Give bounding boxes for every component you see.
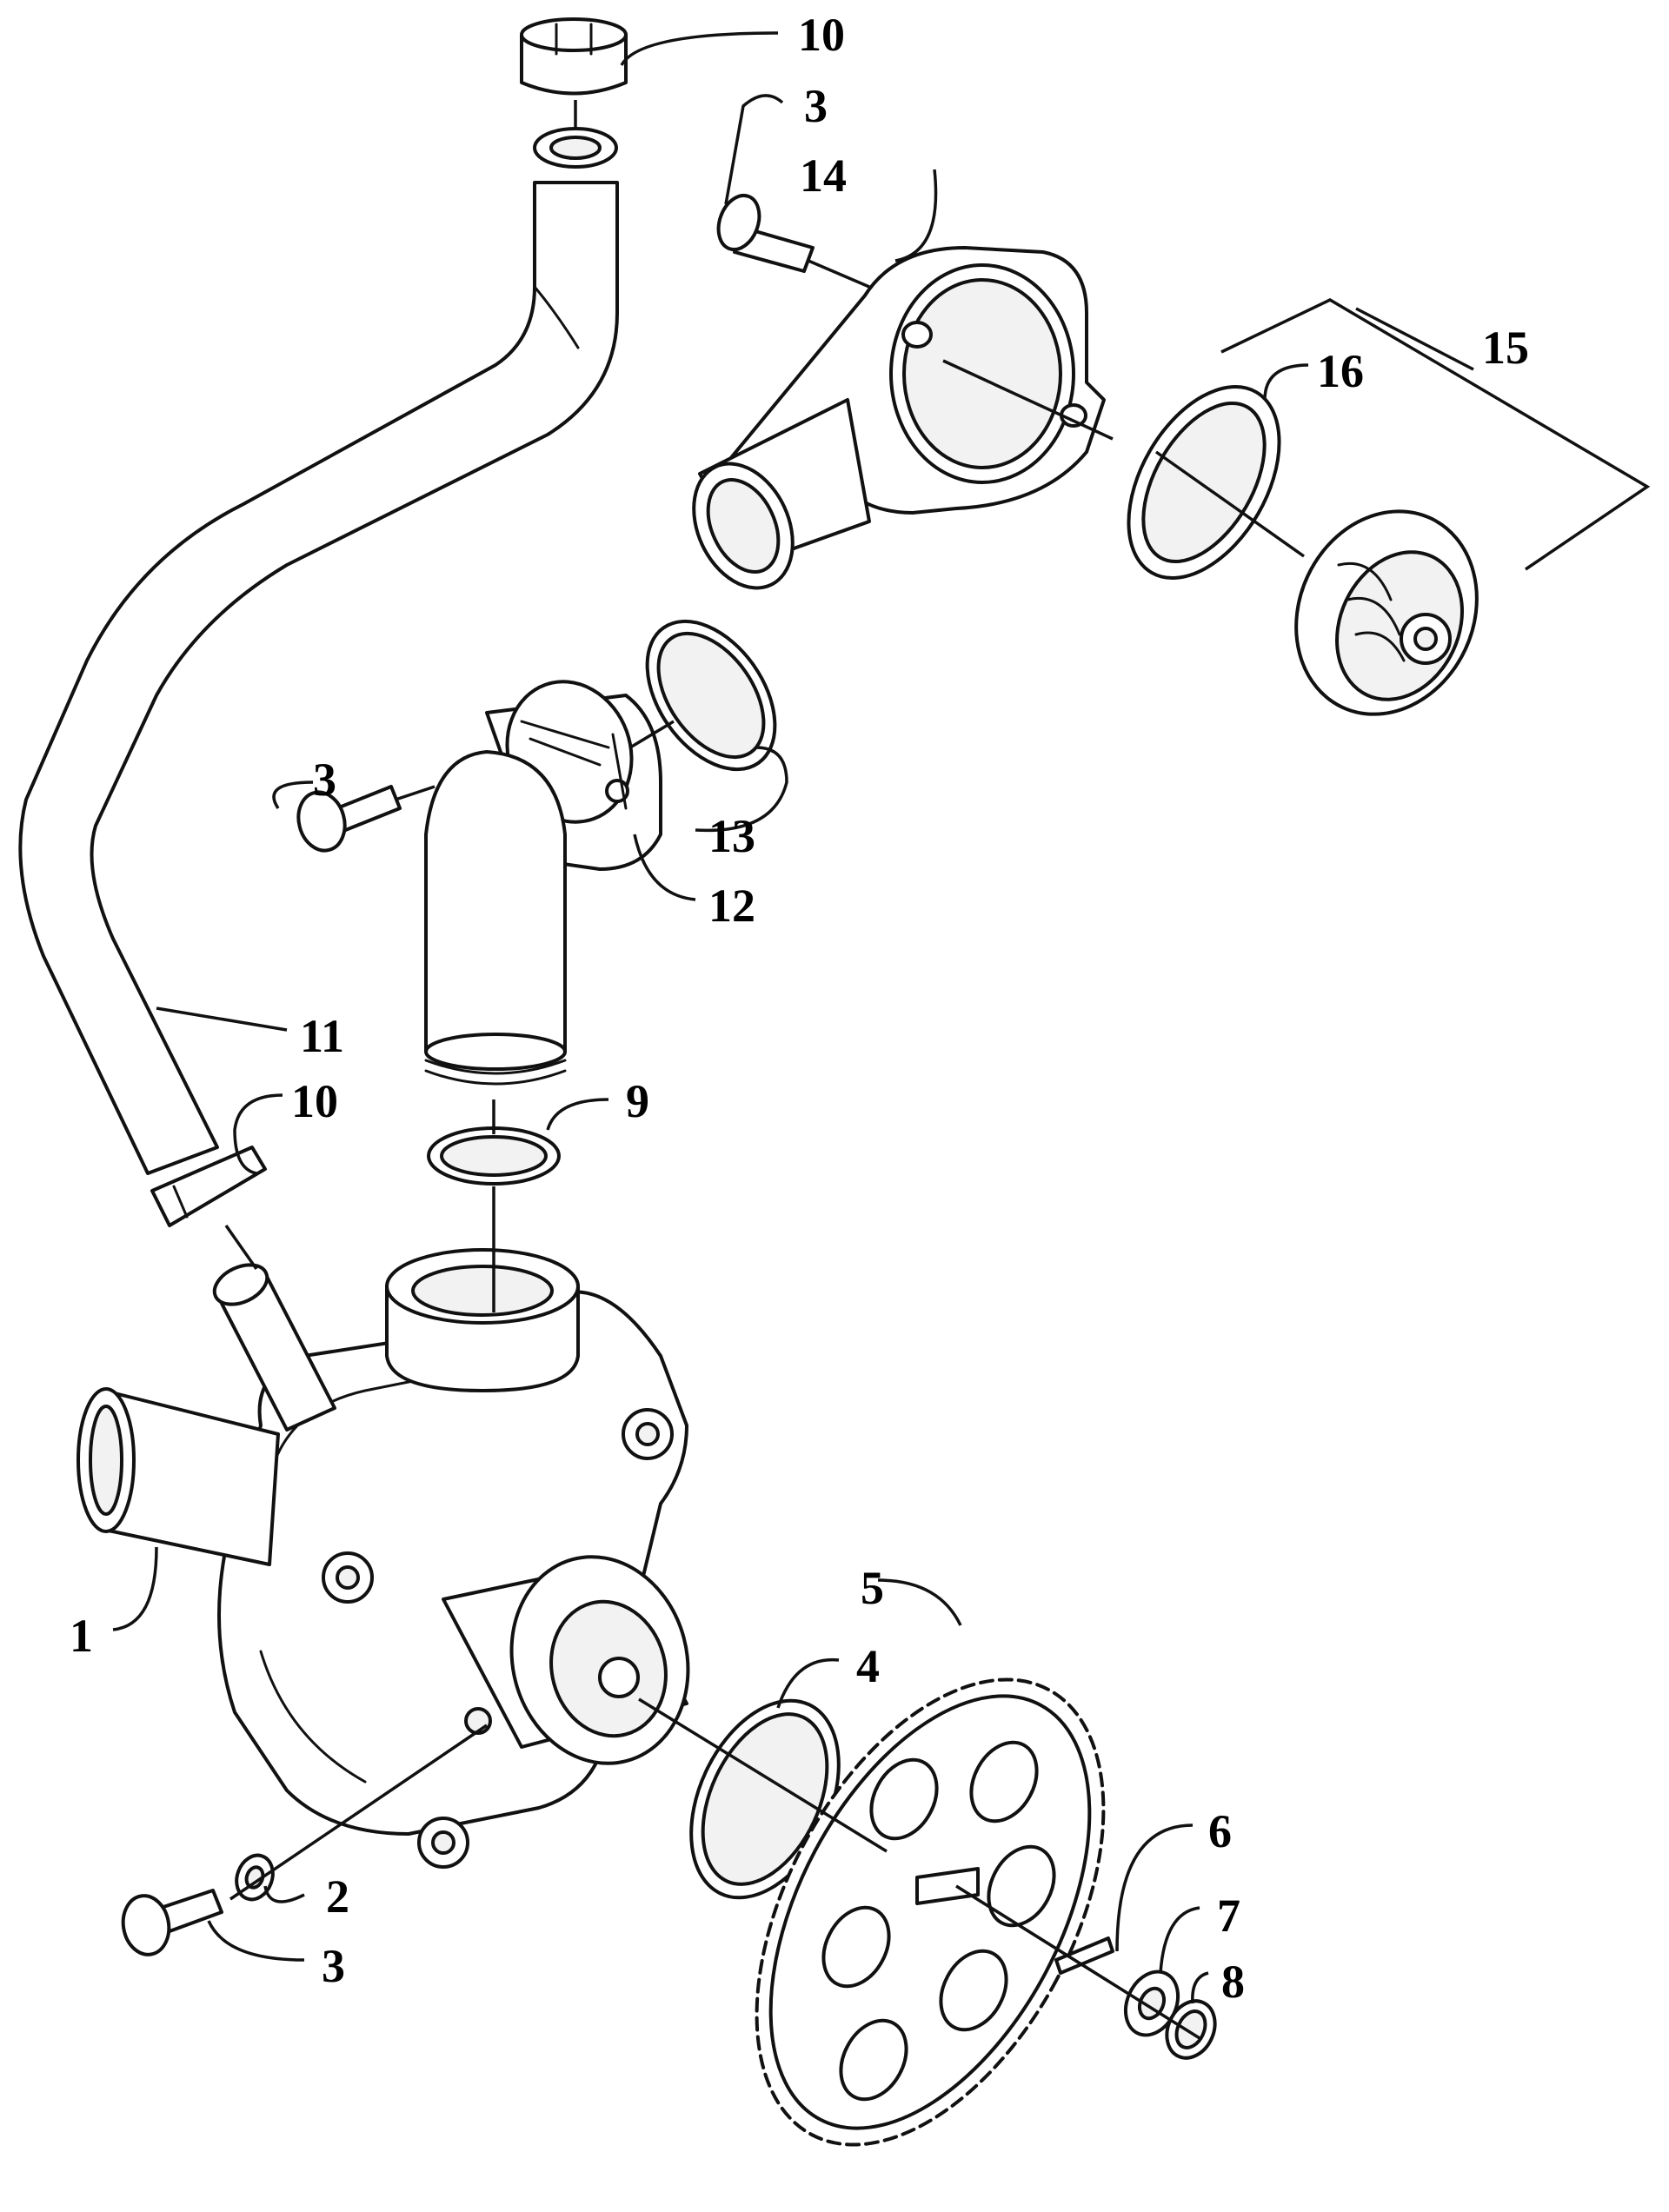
o-ring-13 [645, 619, 777, 772]
pump-drive-gear-5 [755, 1677, 1106, 2147]
callout-10-top: 10 [798, 9, 845, 61]
thermostat-seal-16 [1127, 385, 1281, 580]
hose-clamp-10-lower [150, 1146, 267, 1227]
callout-15: 15 [1482, 322, 1529, 374]
callout-5: 5 [861, 1562, 884, 1614]
callout-labels: 1 2 3 3 3 4 5 6 7 8 9 10 10 11 12 13 14 … [70, 9, 1529, 2008]
bolt-3-top [716, 194, 815, 273]
callout-3-middle: 3 [313, 754, 336, 806]
callout-3-bottom: 3 [322, 1940, 345, 1992]
callout-1: 1 [70, 1610, 93, 1662]
leader-lines [112, 31, 1309, 2004]
callout-7: 7 [1217, 1890, 1240, 1942]
callout-3-top: 3 [804, 80, 828, 132]
hose-clamp-10-top [520, 17, 628, 96]
assembly-axis-lines [224, 100, 1306, 2040]
kit-bracket-15 [1220, 298, 1651, 571]
hose-11 [18, 127, 619, 1175]
washer-2 [235, 1853, 275, 1902]
callout-14: 14 [800, 149, 847, 202]
callout-13: 13 [708, 810, 755, 862]
thermostat [1294, 509, 1479, 716]
callout-4: 4 [856, 1640, 880, 1692]
callout-16: 16 [1317, 345, 1364, 397]
pin-6 [1054, 1936, 1114, 1975]
callout-6: 6 [1208, 1805, 1232, 1857]
callout-8: 8 [1221, 1956, 1245, 2008]
coolant-elbow-12 [424, 680, 662, 1086]
callout-2: 2 [326, 1870, 349, 1923]
callout-9: 9 [626, 1075, 649, 1127]
callout-12: 12 [708, 880, 755, 932]
o-ring-9 [427, 1126, 561, 1186]
water-pump-housing-1 [76, 1248, 690, 1869]
callout-11: 11 [300, 1010, 344, 1062]
bolt-3-bottom [121, 1889, 223, 1956]
thermostat-housing-14 [692, 246, 1106, 590]
callout-10-lower: 10 [291, 1075, 338, 1127]
bolt-3-middle [296, 785, 402, 853]
